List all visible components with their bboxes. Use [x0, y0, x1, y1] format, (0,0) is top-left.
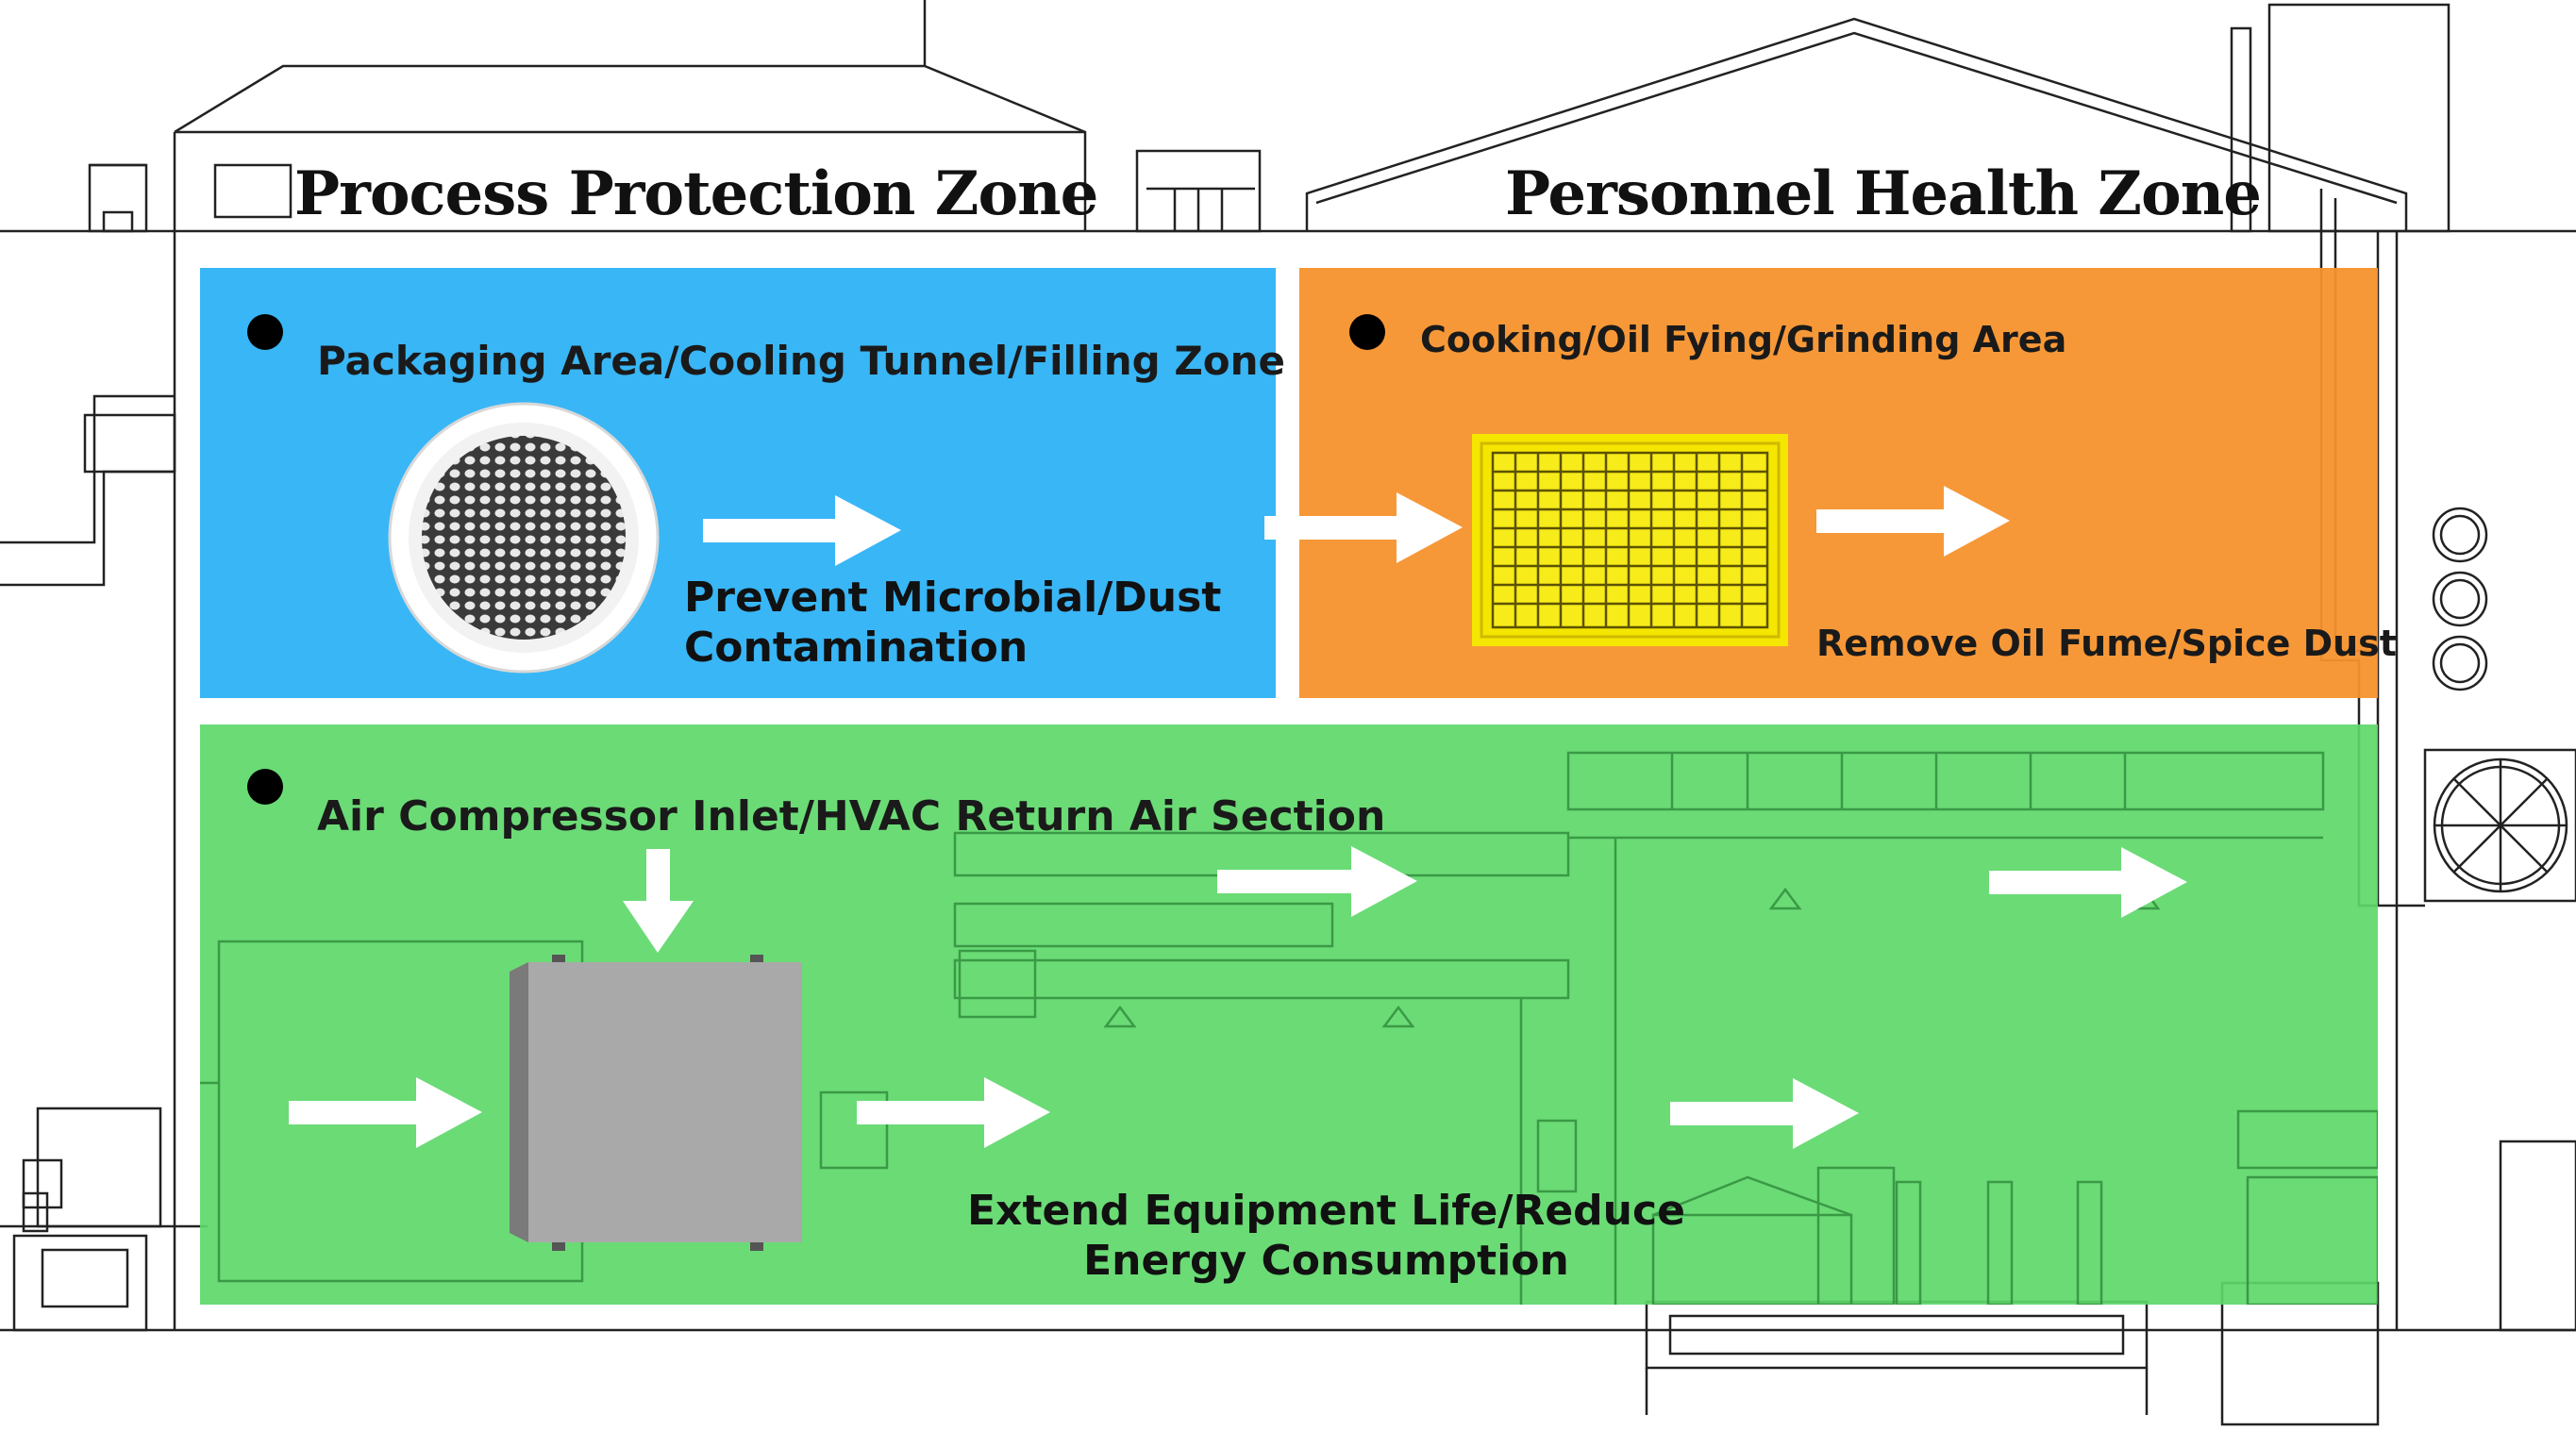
cooking-area-label: Cooking/Oil Fying/Grinding Area — [1420, 319, 2067, 360]
flow-arrow-packaging — [703, 495, 901, 566]
flow-arrow-cooking — [1816, 486, 2010, 557]
flow-arrow-down-into-filter — [623, 849, 694, 953]
hvac-ductwork-drawing — [200, 751, 2378, 1305]
bullet-packaging — [247, 314, 283, 350]
bullet-cooking — [1349, 314, 1385, 350]
compressor-benefit-line2: Energy Consumption — [1083, 1236, 1569, 1285]
process-protection-zone-title: Process Protection Zone — [294, 158, 1098, 229]
packaging-area-label: Packaging Area/Cooling Tunnel/Filling Zo… — [317, 338, 1286, 384]
compressor-benefit-line1: Extend Equipment Life/Reduce — [967, 1187, 1685, 1235]
flow-arrow-into-cooking — [1264, 492, 1463, 563]
flow-arrow-hvac-top — [1217, 846, 1417, 917]
round-mesh-filter-icon — [388, 402, 660, 674]
compressor-area-label: Air Compressor Inlet/HVAC Return Air Sec… — [317, 792, 1386, 841]
flow-arrow-hvac-bottom — [1670, 1078, 1859, 1149]
grey-box-filter-icon — [510, 955, 802, 1251]
packaging-benefit-line2: Contamination — [684, 623, 1029, 672]
yellow-panel-filter-icon — [1472, 434, 1788, 646]
packaging-benefit-line1: Prevent Microbial/Dust — [684, 574, 1222, 622]
packaging-benefit: Prevent Microbial/Dust Contamination — [684, 574, 1221, 674]
flow-arrow-into-box — [289, 1077, 482, 1148]
packaging-zone-panel — [200, 268, 1276, 698]
cooking-benefit: Remove Oil Fume/Spice Dust — [1816, 623, 2397, 664]
bullet-compressor — [247, 769, 283, 805]
personnel-health-zone-title: Personnel Health Zone — [1505, 158, 2262, 229]
compressor-benefit: Extend Equipment Life/Reduce Energy Cons… — [967, 1187, 1685, 1287]
flow-arrow-out-of-box — [857, 1077, 1050, 1148]
flow-arrow-hvac-right — [1989, 847, 2187, 918]
